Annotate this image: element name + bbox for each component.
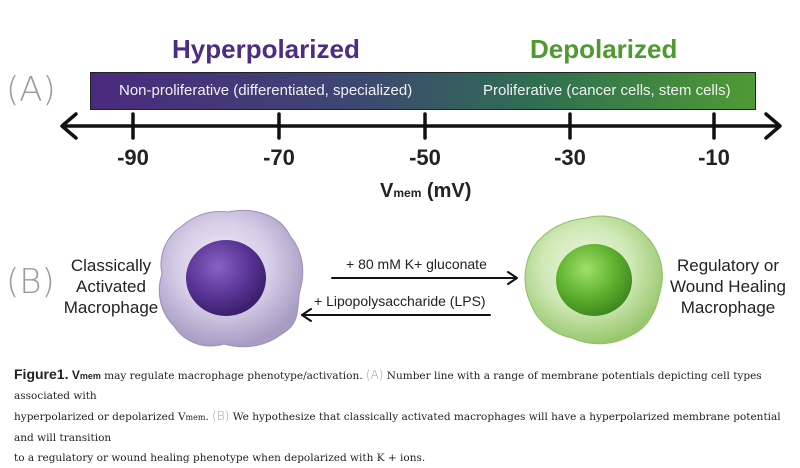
- lps-label: + Lipopolysaccharide (LPS): [314, 293, 486, 309]
- tick-label: -50: [409, 145, 441, 170]
- non-proliferative-label: Non-proliferative (differentiated, speci…: [119, 82, 413, 99]
- proliferative-label: Proliferative (cancer cells, stem cells): [483, 82, 731, 99]
- figure-label: Figure1.: [14, 366, 69, 382]
- tick-label: -10: [698, 145, 730, 170]
- membrane-potential-gradient-bar: Non-proliferative (differentiated, speci…: [90, 72, 756, 110]
- depolarized-title: Depolarized: [530, 34, 678, 64]
- back-arrowhead: [301, 308, 312, 322]
- panel-a-letter: (A): [6, 70, 56, 110]
- left-arrowhead: [60, 112, 78, 140]
- classically-activated-label: Classically Activated Macrophage: [63, 256, 159, 317]
- tick-label: -70: [263, 145, 295, 170]
- classically-activated-macrophage-nucleus: [186, 240, 266, 316]
- k-gluconate-label: + 80 mM K+ gluconate: [346, 256, 487, 272]
- regulatory-macrophage-nucleus: [556, 244, 632, 316]
- macrophage-illustrations: [158, 210, 663, 348]
- regulatory-wound-healing-label: Regulatory or Wound Healing Macrophage: [670, 256, 786, 317]
- tick-label: -90: [117, 145, 149, 170]
- panel-b-letter: (B): [6, 262, 55, 302]
- hyperpolarized-title: Hyperpolarized: [172, 34, 360, 64]
- tick-label: -30: [554, 145, 586, 170]
- axis-label: Vmem (mV): [380, 180, 472, 202]
- right-arrowhead: [764, 112, 782, 140]
- number-line: [60, 112, 782, 140]
- figure-caption: Figure1. Vmem may regulate macrophage ph…: [14, 366, 781, 464]
- forward-arrowhead: [507, 271, 518, 285]
